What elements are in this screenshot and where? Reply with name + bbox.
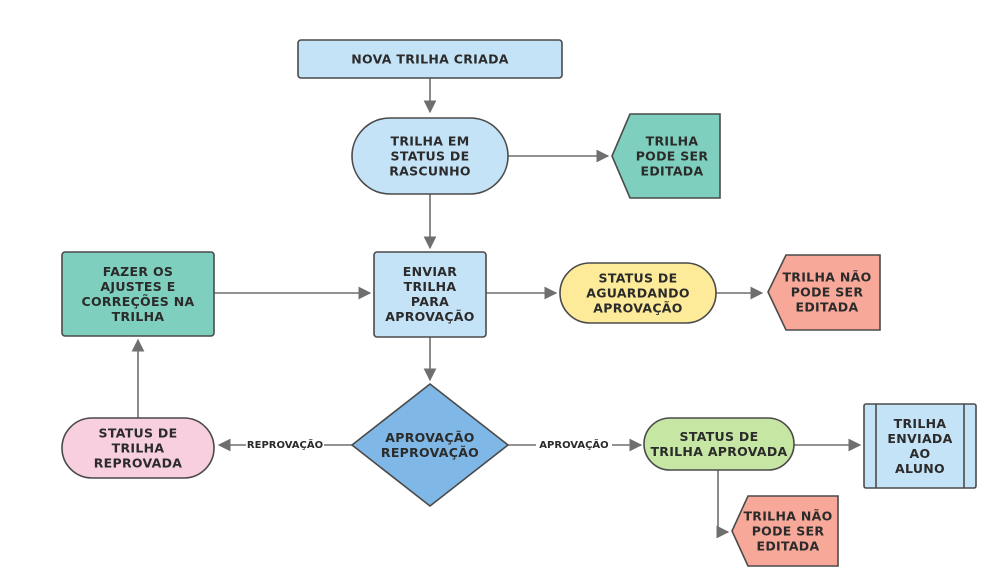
node-label-line: FAZER OS	[103, 264, 173, 279]
node-label-line: EDITADA	[796, 300, 859, 315]
edge-label-bg-reprovacao	[246, 436, 324, 452]
node-label-line: TRILHA	[112, 309, 165, 324]
node-label-line: TRILHA	[404, 279, 457, 294]
edge-label-bg-aprovacao	[536, 436, 612, 452]
node-label-line: CORREÇÕES NA	[81, 294, 194, 309]
node-decisao-aprovacao-reprovacao	[350, 382, 510, 508]
node-label-line: EDITADA	[757, 539, 820, 554]
node-trilha-nao-pode-editada-1	[767, 254, 881, 331]
node-label-line: STATUS DE	[99, 426, 178, 441]
node-label-line: STATUS DE	[680, 429, 759, 444]
node-nova-trilha-criada	[297, 39, 563, 79]
node-label-line: TRILHA NÃO	[782, 270, 871, 285]
node-label-line: PODE SER	[791, 285, 864, 300]
node-label-line: AGUARDANDO	[586, 286, 690, 301]
node-trilha-enviada-ao-aluno	[863, 403, 977, 489]
node-label-line: STATUS DE	[391, 149, 470, 164]
node-label-line: ENVIADA	[887, 431, 952, 446]
node-label-line: AO	[910, 446, 931, 461]
edge-aprovada-to-nao-editar-2	[716, 470, 730, 539]
node-status-aguardando-aprovacao	[559, 262, 717, 324]
node-label-line: PODE SER	[636, 149, 709, 164]
node-label-line: TRILHA APROVADA	[650, 444, 787, 459]
node-label-line: TRILHA	[646, 134, 699, 149]
node-fazer-ajustes	[61, 251, 215, 337]
node-label-line: APROVAÇÃO	[593, 301, 682, 316]
node-label-line: RASCUNHO	[389, 164, 471, 179]
node-label-line: APROVAÇÃO	[385, 430, 474, 445]
node-status-trilha-aprovada	[643, 417, 795, 471]
node-label-line: ENVIAR	[403, 264, 457, 279]
node-status-trilha-reprovada	[61, 417, 215, 479]
node-label-line: APROVAÇÃO	[385, 309, 474, 324]
node-label-line: TRILHA	[894, 416, 947, 431]
node-label-line: TRILHA NÃO	[743, 509, 832, 524]
node-label-line: STATUS DE	[599, 271, 678, 286]
node-label-line: REPROVADA	[94, 456, 183, 471]
node-label-line: ALUNO	[895, 461, 945, 476]
node-trilha-rascunho	[351, 117, 509, 195]
label-nova-trilha-criada: NOVA TRILHA CRIADA	[351, 52, 508, 67]
node-enviar-para-aprovacao	[373, 251, 487, 338]
node-label-line: TRILHA EM	[391, 134, 470, 149]
node-label-line: PODE SER	[752, 524, 825, 539]
edge-label-aprovacao: APROVAÇÃO	[539, 438, 608, 451]
edge-label-reprovacao: REPROVAÇÃO	[247, 438, 323, 451]
node-label-line: TRILHA	[112, 441, 165, 456]
node-label-line: REPROVAÇÃO	[381, 445, 479, 460]
node-trilha-nao-pode-editada-2	[731, 495, 839, 567]
node-label-line: EDITADA	[641, 164, 704, 179]
node-trilha-pode-ser-editada	[611, 113, 721, 199]
node-label-line: NOVA TRILHA CRIADA	[351, 52, 508, 67]
node-label-line: PARA	[411, 294, 449, 309]
node-label-line: AJUSTES E	[100, 279, 175, 294]
